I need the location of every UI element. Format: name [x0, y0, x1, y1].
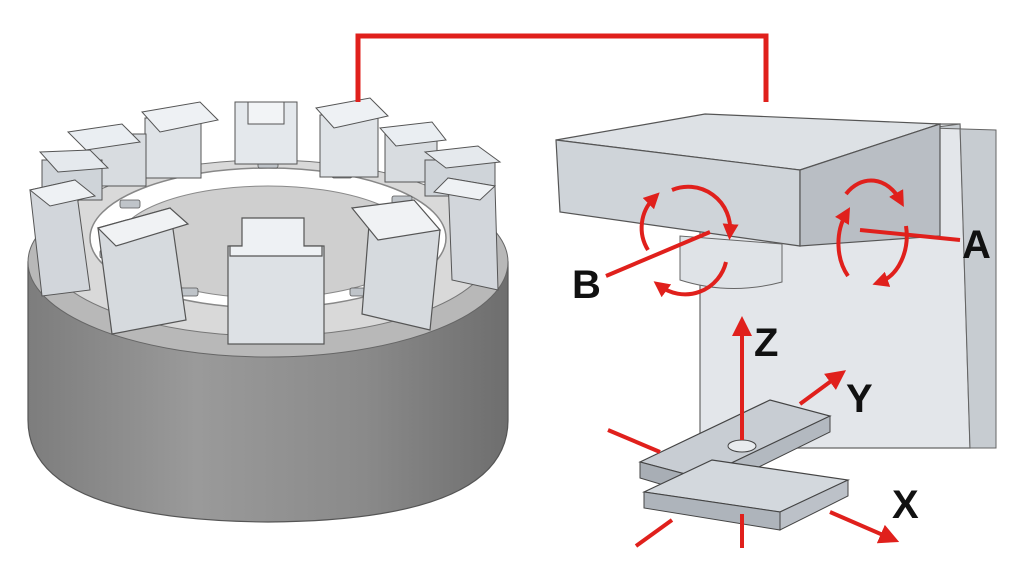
rotation-b-arc-2 — [653, 261, 728, 298]
label-z: Z — [754, 321, 778, 365]
label-b: B — [572, 263, 601, 307]
rotation-a-arc-3 — [835, 207, 851, 278]
rotation-a-arc-1 — [844, 178, 904, 207]
rotation-b-arc-3 — [639, 192, 660, 252]
label-x: X — [892, 483, 919, 527]
side-fixtures — [28, 177, 499, 297]
annotations — [605, 178, 961, 548]
front-fixtures — [96, 199, 442, 345]
axis-x-tail — [634, 518, 674, 548]
leader-b — [605, 230, 711, 278]
label-y: Y — [846, 377, 873, 421]
rotation-b-arc-1 — [671, 184, 739, 240]
spindle — [679, 235, 783, 290]
axis-x-arrow — [829, 510, 900, 544]
axis-y-tail — [607, 428, 661, 454]
label-a: A — [962, 223, 991, 267]
rotary-carousel — [27, 97, 509, 523]
connector-bracket — [355, 33, 769, 102]
workpiece-puck — [727, 439, 757, 453]
leader-a — [859, 228, 961, 242]
machine-detail — [555, 113, 997, 531]
axis-y-arrow — [798, 370, 847, 406]
